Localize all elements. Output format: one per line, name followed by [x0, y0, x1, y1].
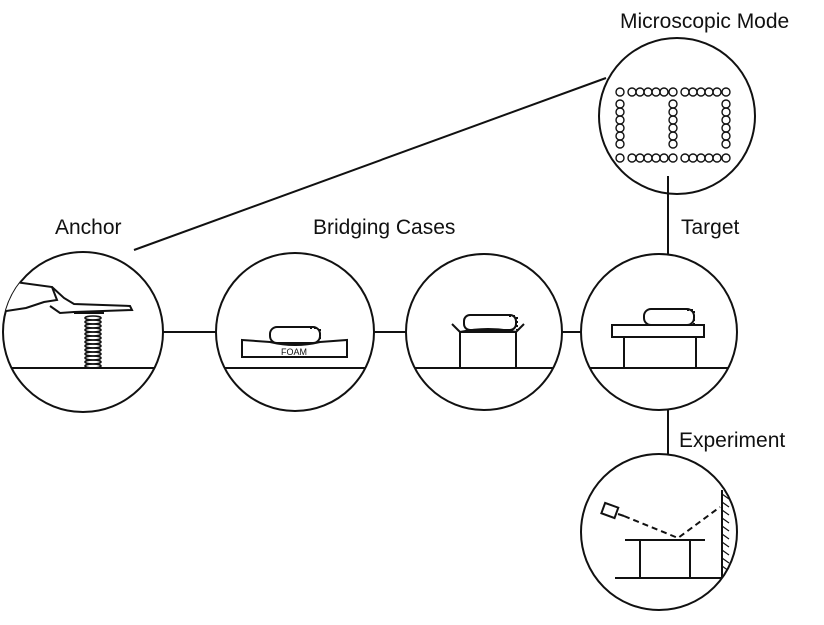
anchor-label: Anchor — [55, 216, 122, 239]
connector-anchor-microscopic — [133, 77, 607, 251]
molecular-lattice-illustration — [615, 87, 731, 163]
microscopic-mode-label: Microscopic Mode — [620, 10, 789, 33]
book-on-table-illustration — [581, 308, 737, 369]
light-reflection-experiment-illustration — [600, 490, 735, 579]
bridging-case-2-circle — [405, 253, 563, 411]
book-on-foam-illustration: FOAM — [216, 326, 374, 369]
target-label: Target — [681, 216, 740, 239]
experiment-label: Experiment — [679, 429, 785, 452]
bridging-case-1-circle — [215, 252, 375, 412]
microscopic-circle — [598, 37, 756, 195]
book-on-box-illustration — [406, 314, 562, 369]
hand-spring-illustration — [3, 279, 163, 369]
anchor-circle — [2, 251, 164, 413]
experiment-circle — [580, 453, 738, 611]
target-circle — [580, 253, 738, 411]
bridging-cases-label: Bridging Cases — [313, 216, 455, 239]
foam-label: FOAM — [281, 347, 307, 357]
